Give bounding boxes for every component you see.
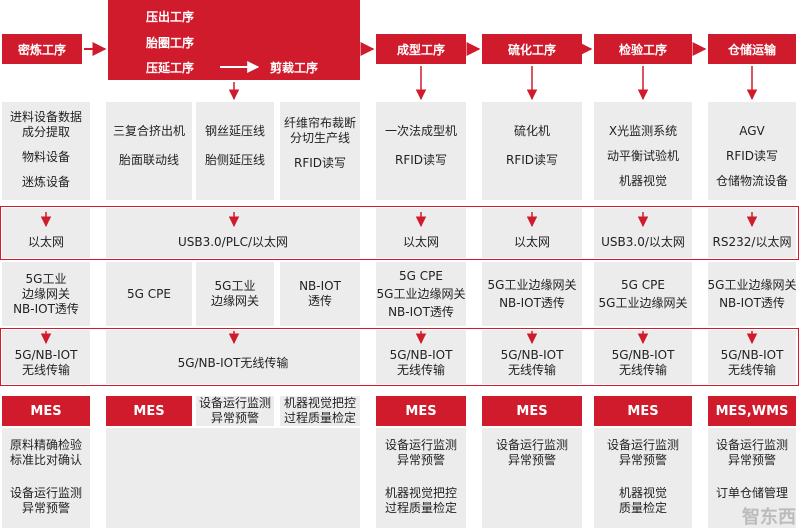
mes-col1: MES bbox=[2, 396, 90, 426]
equipment-col8: AGV RFID读写 仓储物流设备 bbox=[708, 102, 796, 200]
gateway-col4: NB-IOT 透传 bbox=[280, 262, 360, 326]
header-bead: 胎圈工序 bbox=[146, 36, 195, 50]
systems-col4: 机器视觉把控 过程质量检定 bbox=[280, 396, 360, 426]
systems-col3: 设备运行监测 异常预警 bbox=[196, 396, 274, 426]
gateway-col6: 5G工业边缘网关 NB-IOT透传 bbox=[482, 262, 582, 326]
header-cutting: 剪裁工序 bbox=[270, 61, 319, 75]
apps-col7: 设备运行监测 异常预警 机器视觉 质量检定 bbox=[594, 428, 692, 528]
gateway-col8: 5G工业边缘网关 NB-IOT透传 bbox=[708, 262, 796, 326]
header-storage: 仓储运输 bbox=[708, 34, 796, 64]
mes-col2: MES bbox=[106, 396, 192, 426]
equipment-col7: X光监测系统 动平衡试验机 机器视觉 bbox=[594, 102, 692, 200]
header-calendering: 压延工序 bbox=[146, 61, 195, 75]
mes-col6: MES bbox=[482, 396, 582, 426]
mes-col5: MES bbox=[376, 396, 466, 426]
wireless-col7: 5G/NB-IOT 无线传输 bbox=[594, 330, 692, 384]
apps-col2-4-empty bbox=[106, 428, 360, 528]
gateway-col7: 5G CPE 5G工业边缘网关 bbox=[594, 262, 692, 326]
gateway-col3: 5G工业 边缘网关 bbox=[196, 262, 274, 326]
gateway-col5: 5G CPE 5G工业边缘网关 NB-IOT透传 bbox=[376, 262, 466, 326]
wireless-band bbox=[0, 328, 799, 386]
network-band bbox=[0, 206, 799, 260]
network-col8: RS232/以太网 bbox=[708, 208, 796, 258]
watermark: 智东西 bbox=[742, 507, 796, 528]
equipment-col4: 纤维帘布裁断 分切生产线 RFID读写 bbox=[280, 102, 360, 200]
header-extrusion: 压出工序 bbox=[146, 10, 195, 24]
header-inspection: 检验工序 bbox=[594, 34, 692, 64]
equipment-col1: 进料设备数据 成分提取 物料设备 迷炼设备 bbox=[2, 102, 90, 200]
equipment-col5: 一次法成型机 RFID读写 bbox=[376, 102, 466, 200]
gateway-col1: 5G工业 边缘网关 NB-IOT透传 bbox=[2, 262, 90, 326]
apps-col6: 设备运行监测 异常预警 bbox=[482, 428, 582, 528]
mes-wms-col8: MES,WMS bbox=[708, 396, 796, 426]
gateway-col2: 5G CPE bbox=[106, 262, 192, 326]
header-vulcanizing: 硫化工序 bbox=[482, 34, 582, 64]
header-mixing: 密炼工序 bbox=[2, 34, 82, 64]
apps-col1: 原料精确检验 标准比对确认 设备运行监测 异常预警 bbox=[2, 428, 90, 528]
header-forming: 成型工序 bbox=[376, 34, 466, 64]
equipment-col6: 硫化机 RFID读写 bbox=[482, 102, 582, 200]
wireless-col5: 5G/NB-IOT 无线传输 bbox=[376, 330, 466, 384]
network-col2-4: USB3.0/PLC/以太网 bbox=[106, 208, 360, 258]
apps-col5: 设备运行监测 异常预警 机器视觉把控 过程质量检定 bbox=[376, 428, 466, 528]
apps-col8: 设备运行监测 异常预警 订单仓储管理 bbox=[708, 428, 796, 528]
equipment-col2: 三复合挤出机 胎面联动线 bbox=[106, 102, 192, 200]
mes-col7: MES bbox=[594, 396, 692, 426]
equipment-col3: 钢丝延压线 胎侧延压线 bbox=[196, 102, 274, 200]
